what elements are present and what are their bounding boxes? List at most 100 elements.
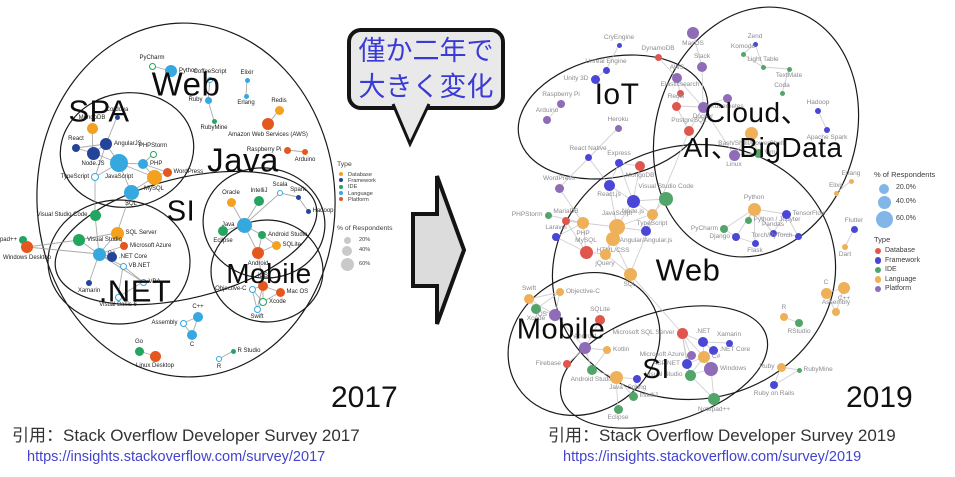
- node-label-mac-os: Mac OS: [286, 289, 309, 295]
- node-label-rubymine: RubyMine: [803, 365, 833, 373]
- node-label-kotlin: Kotlin: [613, 345, 630, 353]
- node-sqlite: [595, 315, 605, 325]
- node-node-js: [626, 194, 640, 208]
- node-net-core: [107, 252, 117, 262]
- node-firebase: [563, 360, 571, 368]
- node-linux: [728, 149, 740, 161]
- legend-pct-60: 60%: [359, 260, 371, 267]
- node-visual-studio: [73, 234, 85, 246]
- node-label-coda: Coda: [774, 81, 790, 89]
- node-c: [92, 247, 106, 261]
- node-mac-os: [275, 287, 285, 297]
- node-python: [747, 202, 761, 216]
- link-2019[interactable]: https://insights.stackoverflow.com/surve…: [563, 449, 862, 465]
- node-label-javascript: JavaScript: [104, 173, 134, 180]
- node-erlang: [848, 178, 854, 184]
- node-label-visual-studio-code: Visual Studio Code: [638, 183, 694, 190]
- node-label-xcode: Xcode: [269, 299, 287, 305]
- node-intellij: [254, 196, 264, 206]
- node-label-komodo: Komodo: [730, 42, 756, 50]
- node-redis: [671, 101, 681, 111]
- link-2017[interactable]: https://insights.stackoverflow.com/surve…: [27, 449, 326, 465]
- node-label-hadoop: Hadoop: [806, 99, 830, 106]
- legend-pct-circle-1: [342, 246, 352, 257]
- node-label-android-studio: Android Studio: [570, 375, 614, 383]
- node-label-react: React: [68, 136, 84, 142]
- node-xcode: [531, 304, 541, 314]
- node-android: [579, 342, 591, 354]
- cluster-label-si: SI: [642, 353, 670, 384]
- node-label-cordova: Cordova: [105, 106, 129, 113]
- node-react-js: [603, 179, 615, 191]
- cluster-label-mobile: Mobile: [226, 258, 312, 289]
- node-label-pandas: Pandas: [761, 220, 785, 228]
- node-heroku: [614, 124, 622, 132]
- node-label-unreal-engine: Unreal Engine: [585, 57, 627, 65]
- node-label-c: C++: [837, 294, 851, 302]
- node-linux-desktop: [149, 350, 161, 362]
- node-label-typescript: TypeScript: [60, 174, 89, 180]
- node-c: [193, 312, 203, 322]
- node-python-jupyter: [744, 216, 752, 224]
- legend-dot-database: [339, 171, 343, 176]
- node-php: [577, 217, 589, 229]
- node-label-r: R: [781, 304, 787, 311]
- node-label-sqlite: SQLite: [590, 306, 610, 313]
- node-html-css: [606, 232, 620, 246]
- node-aws: [672, 73, 682, 83]
- legend-pct-60-0: 60.0%: [896, 214, 916, 222]
- legend-dot-language: [339, 190, 343, 195]
- cluster-label-web: Web: [151, 65, 221, 103]
- node-label-visual-studio: Visual Studio: [87, 237, 122, 243]
- node-label-swift: Swift: [521, 285, 537, 292]
- node-label-flask: Flask: [747, 247, 763, 254]
- node-label-macos: MacOS: [682, 39, 704, 47]
- node-label-express: Express: [607, 150, 631, 157]
- node-kubernetes: [722, 93, 732, 103]
- legend-pct-circle-0: [879, 183, 889, 194]
- caption-2019: 引用：Stack Overflow Developer Survey 2019: [548, 426, 896, 445]
- node-rubymine: [211, 118, 217, 124]
- node-assembly: [832, 308, 840, 316]
- node-r: [780, 313, 788, 321]
- node-label-phpstorm: PHPStorm: [138, 142, 168, 149]
- node-dynamodb: [654, 53, 662, 61]
- node-label-assembly: Assembly: [151, 320, 178, 326]
- node-phpstorm: [544, 211, 552, 219]
- node-label-angular-angular-js: Angular/Angular.js: [619, 236, 673, 244]
- node-label-arduino: Arduino: [294, 156, 316, 163]
- node-label-coffeescript: CoffeeScript: [193, 69, 227, 75]
- node-label-slack: Slack: [694, 53, 710, 60]
- node-label-redis: Redis: [271, 97, 287, 104]
- node-sqlite: [271, 240, 281, 250]
- node-zend: [752, 41, 758, 47]
- node-label-jquery: jQuery: [595, 260, 615, 267]
- node-android-studio: [587, 365, 597, 375]
- node-tensorflow: [781, 209, 791, 219]
- node-label-bash-shell-powershell: Bash/Shell/PowerShell: [718, 140, 784, 147]
- legend-dot-language: [874, 276, 882, 283]
- cluster-label-spa: SPA: [68, 93, 130, 129]
- node-label-microsoft-azure: Microsoft Azure: [130, 243, 172, 249]
- node-label-erlang: Erlang: [841, 169, 861, 177]
- node-redis: [274, 105, 284, 115]
- node-label-node-js: Node.js: [621, 208, 645, 215]
- node-label-visual-studio: Visual Studio: [644, 370, 683, 378]
- legend-dot-database: [874, 247, 882, 254]
- node-label-erlang: Erlang: [237, 100, 255, 106]
- node-unreal-engine: [602, 66, 610, 74]
- legend-dot-framework: [339, 178, 343, 183]
- node-laravel: [552, 233, 560, 241]
- edge: [762, 66, 790, 70]
- node-label-linux: Linux: [726, 161, 742, 168]
- node-xcode: [259, 298, 267, 306]
- node-label-arduino: Arduino: [535, 107, 559, 114]
- node-flask: [751, 239, 759, 247]
- node-xamarin: [725, 339, 733, 347]
- node-label-html-css: HTML/CSS: [596, 246, 630, 254]
- node-label-sqlite: SQLite: [282, 242, 301, 248]
- node-label-xamarin: Xamarin: [716, 330, 742, 338]
- node-label-angularjs: AngularJS: [114, 141, 142, 147]
- node-label-mongodb: MongoDB: [78, 114, 106, 121]
